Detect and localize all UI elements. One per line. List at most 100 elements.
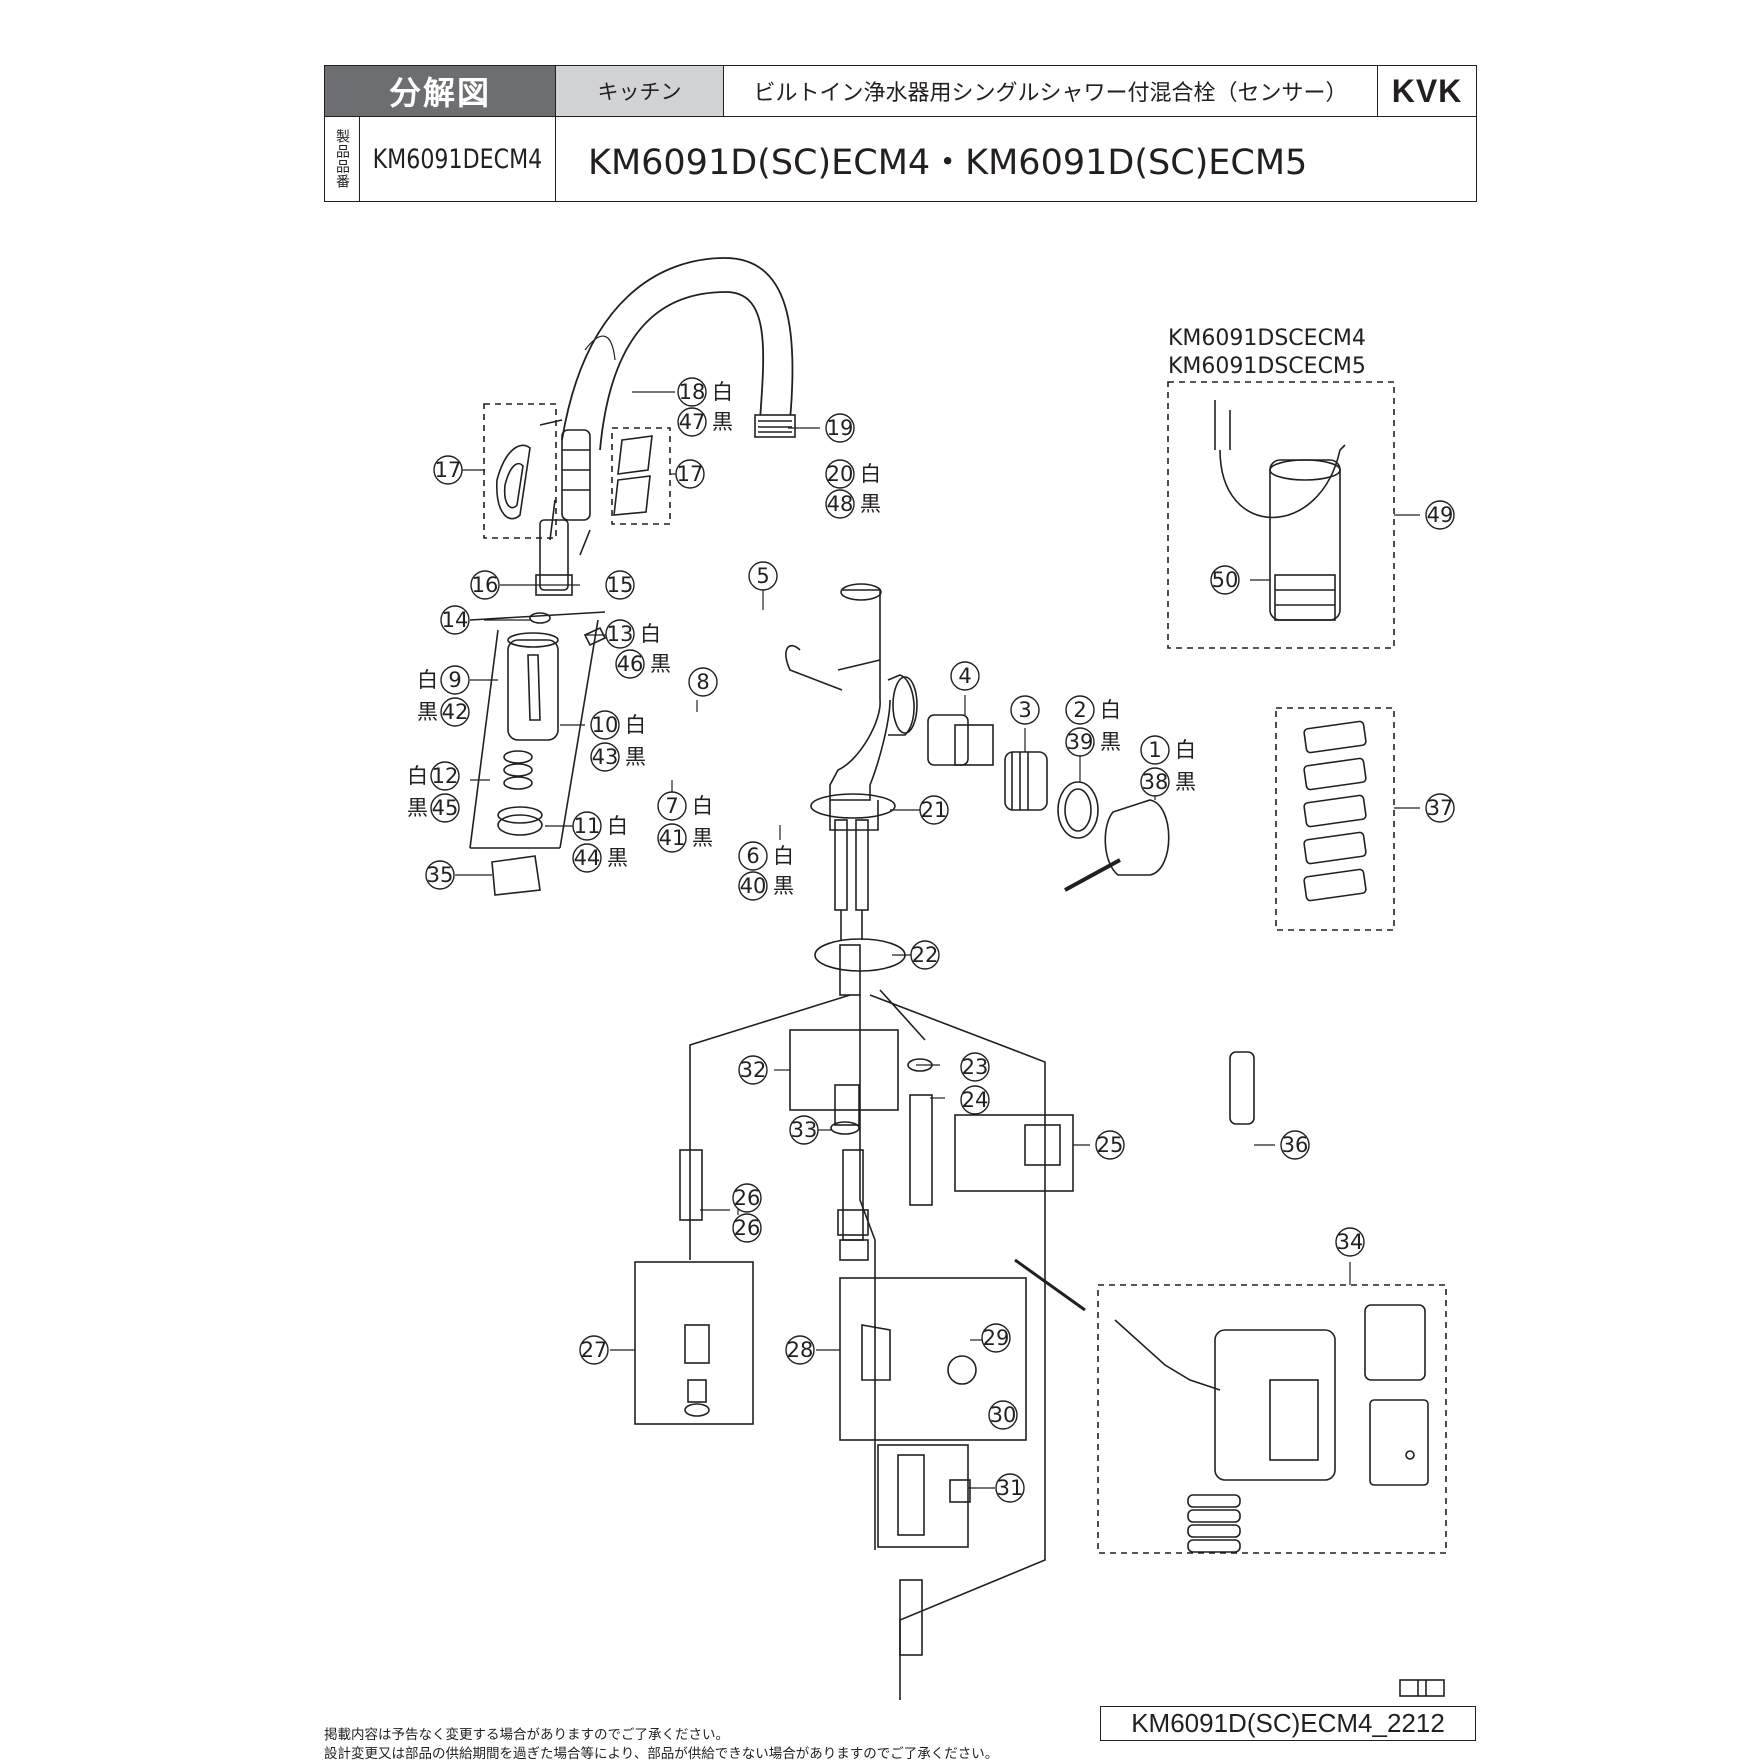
callout-color-p13-10: 白 [640,622,661,646]
shower-head-assembly [483,403,671,596]
callout-circle-p10-22 [590,710,620,740]
callout-circle-p8-13 [688,667,718,697]
shower-handle-parts [469,611,607,896]
callout-number-p26-42: 26 [734,1216,761,1240]
brand-cell: KVK [1378,65,1477,117]
callout-circle-p5-12 [748,561,778,591]
model-code: KM6091DECM4 [372,143,543,175]
spout [561,257,796,451]
callout-circle-p16-7 [470,570,500,600]
callout-number-p31-48: 31 [997,1476,1024,1500]
callout-color-p45-25: 黒 [407,796,428,820]
callout-number-p2-16: 2 [1073,698,1086,722]
footer-note-1: 掲載内容は予告なく変更する場合がありますのでご了承ください。 [324,1727,729,1743]
callout-number-p18-0: 18 [679,380,706,404]
callout-number-p15-8: 15 [607,573,634,597]
callout-circle-p18-0 [677,377,707,407]
cartridge-lever-parts [927,714,1170,892]
callout-number-p41-29: 41 [659,826,686,850]
callout-number-p20-5: 20 [827,462,854,486]
callout-circle-p36-40 [1280,1130,1310,1160]
callout-circle-p1-18 [1140,735,1170,765]
callout-color-p48-6: 黒 [860,492,881,516]
callout-circle-p35-33 [425,860,455,890]
callout-color-p38-19: 黒 [1175,770,1196,794]
callout-number-p45-25: 45 [432,796,459,820]
callout-circle-p6-30 [738,841,768,871]
callout-color-p18-0: 白 [712,380,733,404]
callout-circle-p9-20 [440,665,470,695]
product-desc-cell: ビルトイン浄水器用シングルシャワー付混合栓（センサー） [724,65,1378,117]
callout-color-p41-29: 黒 [692,826,713,850]
callout-number-p50-50: 50 [1212,568,1239,592]
callout-circle-p46-11 [615,649,645,679]
callout-number-p34-43: 34 [1337,1230,1364,1254]
callout-number-p49-49: 49 [1427,503,1454,527]
callout-number-p46-11: 46 [617,652,644,676]
callout-circle-p15-8 [605,570,635,600]
callout-color-p20-5: 白 [860,462,881,486]
footer-note-2: 設計変更又は部品の供給期間を過ぎた場合等により、部品が供給できない場合があります… [324,1746,999,1762]
callout-color-p6-30: 白 [773,844,794,868]
callout-circle-p50-50 [1210,565,1240,595]
callout-color-p2-16: 白 [1100,698,1121,722]
document-code: KM6091D(SC)ECM4_2212 [1100,1706,1476,1741]
callout-color-p47-1: 黒 [712,410,733,434]
callout-number-p7-28: 7 [665,794,678,818]
brand-logo: KVK [1391,72,1463,109]
callout-number-p3-15: 3 [1018,698,1031,722]
callout-circle-p28-45 [785,1335,815,1365]
callout-color-p40-31: 黒 [773,874,794,898]
callout-color-p39-17: 黒 [1100,730,1121,754]
callout-circle-p30-47 [988,1400,1018,1430]
model-names: KM6091D(SC)ECM4・KM6091D(SC)ECM5 [588,142,1308,183]
callout-number-p33-38: 33 [791,1118,818,1142]
callout-number-p19-2: 19 [827,416,854,440]
callout-color-p46-11: 黒 [650,652,671,676]
callout-circle-p44-27 [572,843,602,873]
callout-number-p12-24: 12 [432,764,459,788]
callout-number-p17-3: 17 [435,458,462,482]
page-marker [1399,1679,1445,1697]
callout-circle-p48-6 [825,489,855,519]
callout-number-p23-36: 23 [962,1055,989,1079]
document-code-text: KM6091D(SC)ECM4_2212 [1131,1708,1445,1738]
callout-number-p29-46: 29 [983,1326,1010,1350]
side-label: 製品品番 [334,129,350,189]
callout-circle-p37-51 [1425,793,1455,823]
callout-number-p5-12: 5 [756,564,769,588]
callout-circle-p32-35 [738,1055,768,1085]
callout-color-p9-20: 白 [417,668,438,692]
callout-circle-p7-28 [657,791,687,821]
callout-number-p42-21: 42 [442,700,469,724]
callout-circle-p20-5 [825,459,855,489]
callout-circle-p27-44 [579,1335,609,1365]
callout-number-p16-7: 16 [472,573,499,597]
callout-color-p7-28: 白 [692,794,713,818]
callout-circle-p2-16 [1065,695,1095,725]
callout-number-p11-26: 11 [574,814,601,838]
callout-number-p22-34: 22 [912,943,939,967]
sensor-unit [1097,1284,1447,1554]
callout-number-p26-41: 26 [734,1186,761,1210]
callout-circle-p39-17 [1065,727,1095,757]
callout-number-p28-45: 28 [787,1338,814,1362]
callout-number-p10-22: 10 [592,713,619,737]
callout-number-p38-19: 38 [1142,770,1169,794]
callout-color-p10-22: 白 [625,713,646,737]
models-cell: KM6091D(SC)ECM4・KM6091D(SC)ECM5 [556,117,1477,202]
callout-number-p30-47: 30 [990,1403,1017,1427]
filter-cartridge-inset [1167,381,1395,649]
callout-color-p12-24: 白 [407,764,428,788]
callout-number-p43-23: 43 [592,745,619,769]
callout-circle-p22-34 [910,940,940,970]
callout-number-p44-27: 44 [574,846,601,870]
callout-color-p43-23: 黒 [625,745,646,769]
category-cell: キッチン [556,65,724,117]
header-title-cell: 分解図 [324,65,556,117]
callout-number-p4-14: 4 [958,664,971,688]
callout-number-p37-51: 37 [1427,796,1454,820]
callout-number-p21-32: 21 [921,798,948,822]
